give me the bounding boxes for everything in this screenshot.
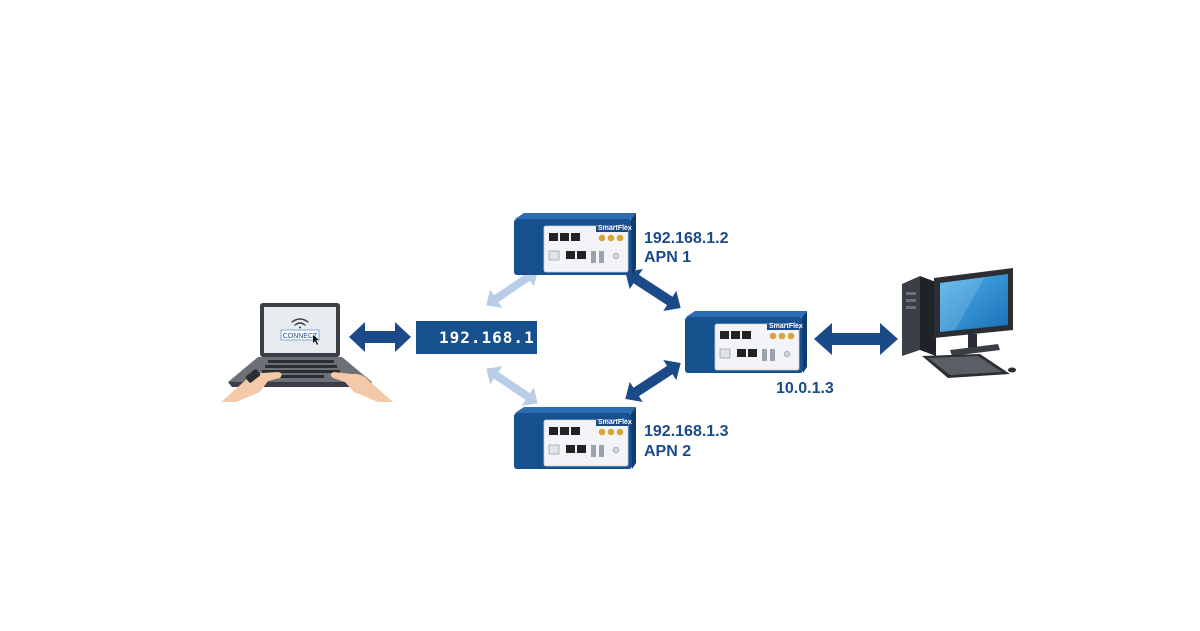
arrow-ipbox-to-router-bottom [486,366,538,406]
router-bottom-brand: SmartFlex [598,419,632,426]
router-top-ip: 192.168.1.2 [644,230,729,247]
wifi-icon [291,318,309,329]
hands [221,369,393,402]
monitor-icon [934,268,1013,356]
laptop: CONNECT [221,303,393,402]
keyboard-icon [922,354,1016,378]
connect-button[interactable] [280,329,320,341]
connect-button-label: CONNECT [283,333,318,340]
arrows [349,268,898,406]
arrow-router-right-to-desktop [814,323,898,355]
arrow-router-bottom-to-router-right [625,360,681,402]
router-bottom: SmartFlex 192.168.1.3 APN 2 [513,407,729,470]
router-top-apn: APN 1 [644,249,691,266]
arrow-router-top-to-router-right [625,269,681,311]
arrow-laptop-to-ipbox [349,322,411,352]
router-top-brand: SmartFlex [598,225,632,232]
router-bottom-ip: 192.168.1.3 [644,423,729,440]
router-right-brand: SmartFlex [769,323,803,330]
desktop-pc [902,268,1016,378]
arrow-ipbox-to-router-top [486,268,538,308]
cursor-icon [313,335,319,345]
router-top: SmartFlex 192.168.1.2 APN 1 [513,213,729,276]
router-right-ip: 10.0.1.3 [776,380,834,397]
tower-icon [902,276,936,356]
router-bottom-apn: APN 2 [644,443,691,460]
laptop-keyboard [262,360,340,378]
ip-box: 192.168.1. [416,321,545,354]
router-right: SmartFlex 10.0.1.3 [684,311,834,397]
ip-box-text: 192.168.1. [439,328,545,347]
